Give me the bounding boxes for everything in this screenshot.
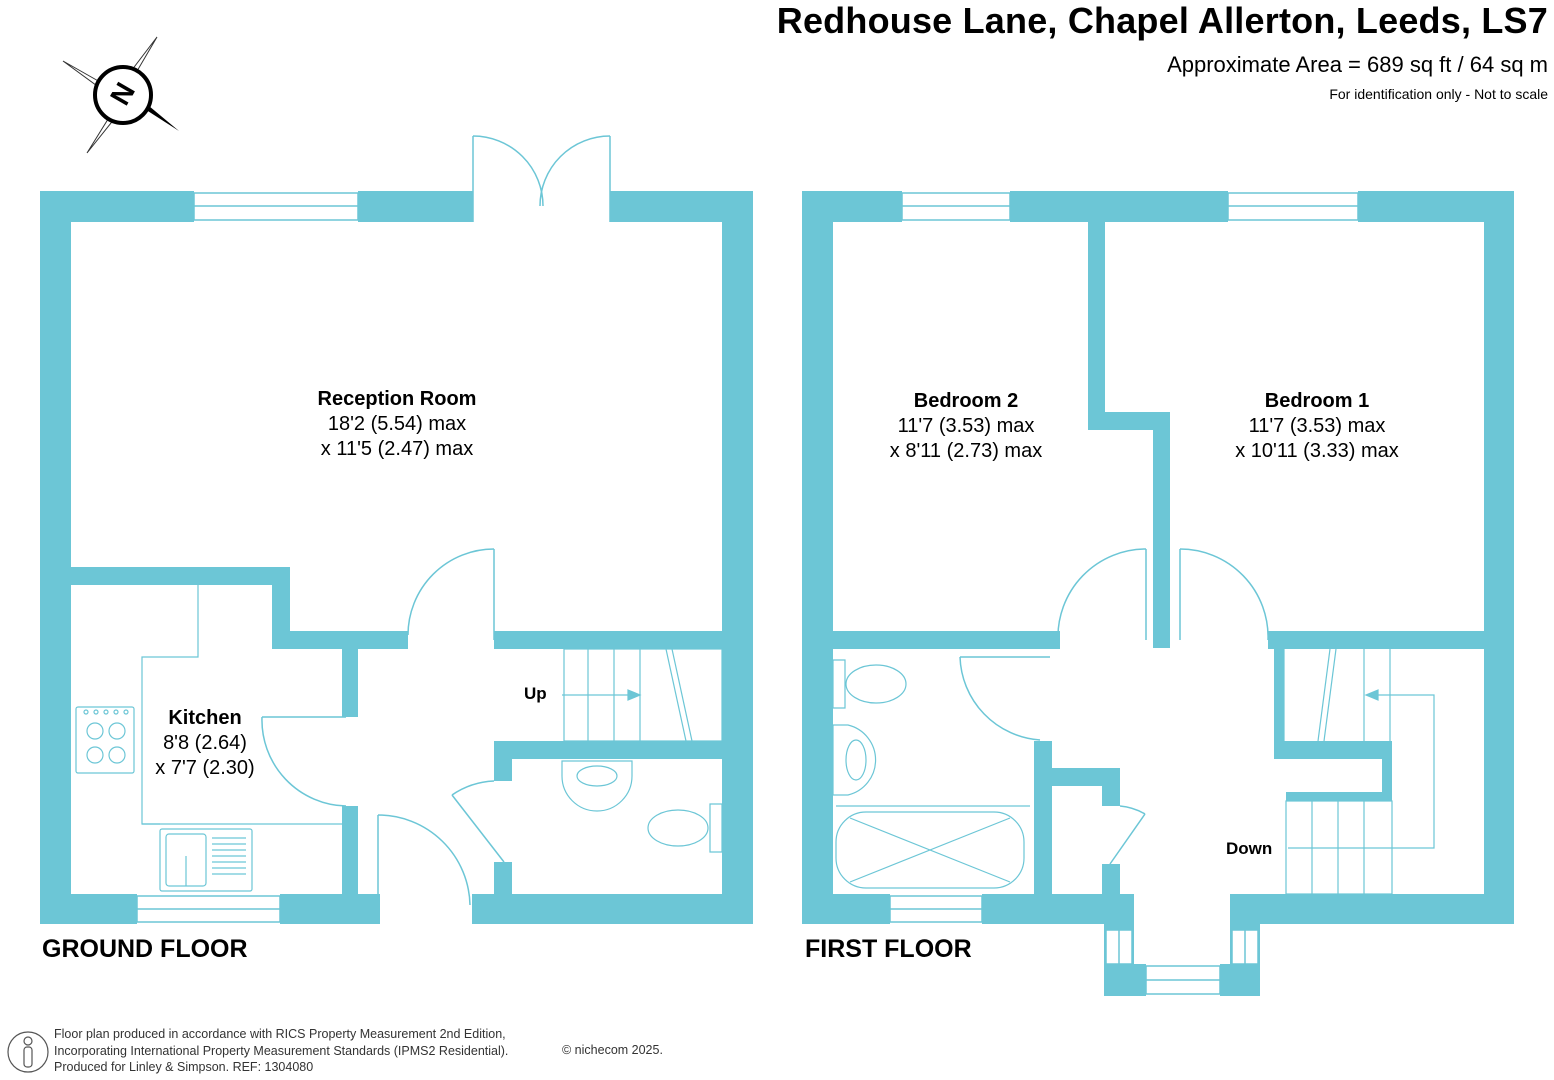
ff-wall-landing-left — [833, 631, 1060, 649]
gf-wall-bottom-left — [40, 894, 137, 924]
room-dimension: 8'8 (2.64) — [163, 732, 247, 754]
page-title: Redhouse Lane, Chapel Allerton, Leeds, L… — [776, 0, 1548, 41]
ff-wall-stairs-mid — [1382, 741, 1392, 801]
scale-note: For identification only - Not to scale — [1329, 86, 1548, 102]
ff-wall-bed-divider — [1088, 222, 1105, 412]
gf-wall-hall-top — [272, 631, 408, 649]
gf-wall-bottom-mid — [280, 894, 380, 924]
gf-wall-wc-left-lower — [494, 862, 512, 896]
ff-basin-icon — [832, 724, 877, 796]
room-dimension: x 10'11 (3.33) max — [1235, 440, 1399, 462]
ff-wall-stairs-left — [1274, 649, 1284, 759]
ipms-person-icon — [7, 1031, 49, 1073]
ff-wall-stairs-top — [1274, 741, 1382, 759]
gf-wall-right — [722, 191, 753, 924]
stairs-down-label: Down — [1226, 839, 1273, 858]
room-dimension: 11'7 (3.53) max — [1248, 415, 1386, 437]
gf-wall-kitchen-right-lower — [342, 806, 358, 896]
stairs-up-label: Up — [524, 684, 547, 703]
ff-bay-bottom-left — [1104, 964, 1146, 996]
stairs — [562, 648, 1435, 895]
room-reception: Reception Room 18'2 (5.54) max x 11'5 (2… — [318, 387, 477, 462]
door-swings — [261, 135, 1269, 906]
first-floor-label: FIRST FLOOR — [805, 935, 972, 963]
gf-wall-kitchen-step — [272, 567, 290, 649]
ff-wall-bottom-mid — [982, 894, 1134, 924]
ff-wall-bottom-left — [802, 894, 890, 924]
gf-wall-wc-top — [494, 741, 722, 759]
ff-wall-stairs-bottom — [1286, 792, 1392, 801]
footer-line: Floor plan produced in accordance with R… — [54, 1027, 506, 1041]
footer-line: Produced for Linley & Simpson. REF: 1304… — [54, 1060, 314, 1074]
room-kitchen: Kitchen 8'8 (2.64) x 7'7 (2.30) — [155, 706, 254, 781]
room-name: Bedroom 2 — [913, 390, 1019, 412]
ground-floor-label: GROUND FLOOR — [42, 935, 248, 963]
room-name: Kitchen — [168, 707, 242, 729]
kitchen-sink-icon — [159, 828, 253, 892]
ff-wall-cupboard-top — [1034, 768, 1120, 786]
ff-wall-landing-right — [1268, 631, 1484, 649]
room-dimension: 11'7 (3.53) max — [897, 415, 1035, 437]
ff-bay-bottom-right — [1220, 964, 1260, 996]
ground-floor-plan — [40, 191, 753, 924]
ff-wall-top-2 — [1010, 191, 1228, 222]
room-dimension: x 7'7 (2.30) — [155, 757, 255, 779]
room-dimension: 18'2 (5.54) max — [327, 413, 467, 435]
gf-wall-kitchen-right — [342, 631, 358, 717]
windows — [136, 192, 1359, 995]
ff-wall-bed-jog — [1088, 412, 1170, 430]
ff-wall-cupboard-right — [1102, 768, 1120, 806]
room-name: Bedroom 1 — [1264, 390, 1370, 412]
hob-icon — [75, 706, 135, 774]
gf-basin-icon — [561, 760, 633, 812]
room-bedroom-1: Bedroom 1 11'7 (3.53) max x 10'11 (3.33)… — [1235, 389, 1399, 464]
footer-line: Incorporating International Property Mea… — [54, 1043, 509, 1058]
ff-wall-bottom-right — [1230, 894, 1514, 924]
compass-rose-icon — [62, 36, 179, 154]
room-name: Reception Room — [317, 388, 477, 410]
copyright-notice: © nichecom 2025. — [562, 1043, 663, 1057]
ff-wall-bed-divider-lower — [1153, 412, 1170, 648]
gf-wall-left — [40, 191, 71, 924]
gf-wall-bottom-right — [472, 894, 753, 924]
ff-wall-right — [1484, 191, 1514, 924]
gf-wall-top-mid — [358, 191, 473, 222]
ff-wall-left — [802, 191, 833, 924]
gf-toilet-icon — [709, 803, 723, 853]
ff-wall-bath-right — [1034, 741, 1052, 896]
gf-wall-wc-left — [494, 741, 512, 781]
footer-disclaimer: Floor plan produced in accordance with R… — [54, 1026, 508, 1076]
ff-wall-cupboard-right-lower — [1102, 864, 1120, 896]
room-dimension: x 8'11 (2.73) max — [889, 440, 1043, 462]
approximate-area: Approximate Area = 689 sq ft / 64 sq m — [1167, 52, 1548, 77]
ff-toilet-icon — [832, 659, 846, 709]
gf-wall-kitchen-top — [71, 567, 290, 585]
first-floor-plan — [802, 191, 1514, 996]
room-bedroom-2: Bedroom 2 11'7 (3.53) max x 8'11 (2.73) … — [890, 389, 1042, 464]
room-dimension: x 11'5 (2.47) max — [320, 438, 474, 460]
fixtures — [75, 585, 1030, 892]
bath-icon — [835, 811, 1025, 889]
kitchen-counter — [141, 585, 342, 825]
gf-wall-stairs-top — [494, 631, 722, 649]
